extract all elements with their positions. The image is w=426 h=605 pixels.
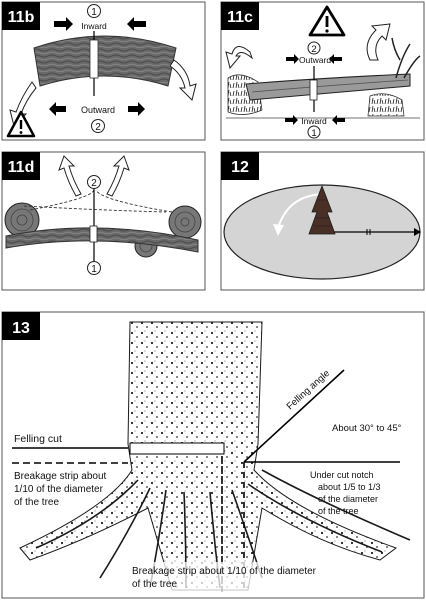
notch-line1: Under cut notch	[310, 470, 374, 480]
panel-12-tag-box	[221, 152, 259, 180]
felling-cut-label: Felling cut	[14, 433, 62, 445]
notch-line3: of the diameter	[318, 494, 378, 504]
support-log-right	[168, 205, 202, 239]
panel-11b-tag: 11b	[8, 9, 35, 26]
breakage-bottom-line2: of the tree	[132, 579, 177, 590]
curved-arrow-icon	[106, 155, 130, 197]
distance-arrowhead	[414, 228, 421, 236]
felling-arc	[277, 193, 323, 229]
inward-number: 1	[311, 128, 316, 139]
panel-11d-tag-box	[2, 152, 40, 180]
panel-11c-tag: 11c	[227, 9, 253, 26]
curved-arrow-icon	[225, 46, 254, 70]
top-number-circle	[87, 175, 101, 189]
top-number: 2	[91, 178, 97, 189]
arrow-right-icon	[286, 54, 299, 64]
panel-13-tag: 13	[12, 320, 30, 337]
breakage-bottom-line1: Breakage strip about 1/10 of the diamete…	[132, 566, 317, 577]
arrow-left-icon	[329, 54, 342, 64]
panel-11d-tag: 11d	[8, 159, 35, 176]
warning-triangle-icon	[308, 5, 346, 37]
arrow-left-icon	[332, 115, 345, 125]
inward-label: Inward	[301, 116, 327, 126]
inward-number-circle	[87, 4, 101, 18]
felling-arc-arrowhead	[273, 224, 284, 236]
outward-label: Outward	[81, 105, 115, 115]
curved-arrow-icon	[169, 59, 197, 101]
sag-line	[29, 189, 95, 211]
panel-12-tag: 12	[231, 159, 249, 176]
curved-arrow-icon	[366, 23, 391, 61]
sag-line	[95, 189, 173, 213]
fallen-trunk	[245, 73, 411, 101]
breakage-left-line1: Breakage strip about	[14, 471, 107, 482]
outward-number-circle	[91, 119, 105, 133]
tree-branches	[391, 37, 421, 79]
notch-line4: of the tree	[318, 506, 359, 516]
panel-11c-tag-box	[221, 2, 259, 30]
breakage-left-line2: 1/10 of the diameter	[14, 484, 104, 495]
saw-cut	[89, 225, 98, 243]
arrow-right-icon	[285, 115, 298, 125]
panel-12: 12	[220, 151, 425, 291]
saw-cut	[309, 79, 318, 101]
panel-11b: 11b 1 Inward Outward 2	[1, 1, 206, 141]
curved-arrow-icon	[58, 155, 82, 197]
outward-number: 2	[95, 122, 101, 133]
felling-cut-slot	[129, 442, 225, 455]
saw-cut	[89, 39, 99, 79]
breakage-left-line3: of the tree	[14, 497, 59, 508]
panel-11c: 11c 2 Outward Inward 1	[220, 1, 425, 141]
outward-label: Outward	[299, 55, 331, 65]
brush-clump	[367, 93, 405, 117]
inward-number-circle	[307, 125, 321, 139]
panel-13: 13 Felling cut Breakage strip about 1/10…	[1, 311, 425, 599]
warning-triangle-icon	[6, 110, 36, 138]
outward-number-circle	[307, 41, 321, 55]
notch-line2: about 1/5 to 1/3	[318, 482, 381, 492]
bottom-number-circle	[87, 261, 101, 275]
panel-11d: 11d 2 1	[1, 151, 206, 291]
panel-11b-tag-box	[2, 2, 40, 30]
panel-13-tag-box	[2, 312, 40, 340]
inward-label: Inward	[81, 21, 107, 31]
inward-number: 1	[91, 7, 97, 18]
notch-angled	[243, 369, 345, 463]
tree-trunk	[19, 321, 398, 591]
arrow-right-icon	[128, 102, 145, 116]
conifer-tree-icon	[308, 184, 336, 235]
resting-log	[5, 227, 199, 253]
angle-range-label: About 30° to 45°	[332, 423, 402, 434]
arrow-left-icon	[49, 102, 66, 116]
outward-number: 2	[311, 44, 316, 55]
arrow-left-icon	[127, 17, 146, 31]
bottom-number: 1	[91, 264, 97, 275]
arrow-right-icon	[54, 17, 73, 31]
